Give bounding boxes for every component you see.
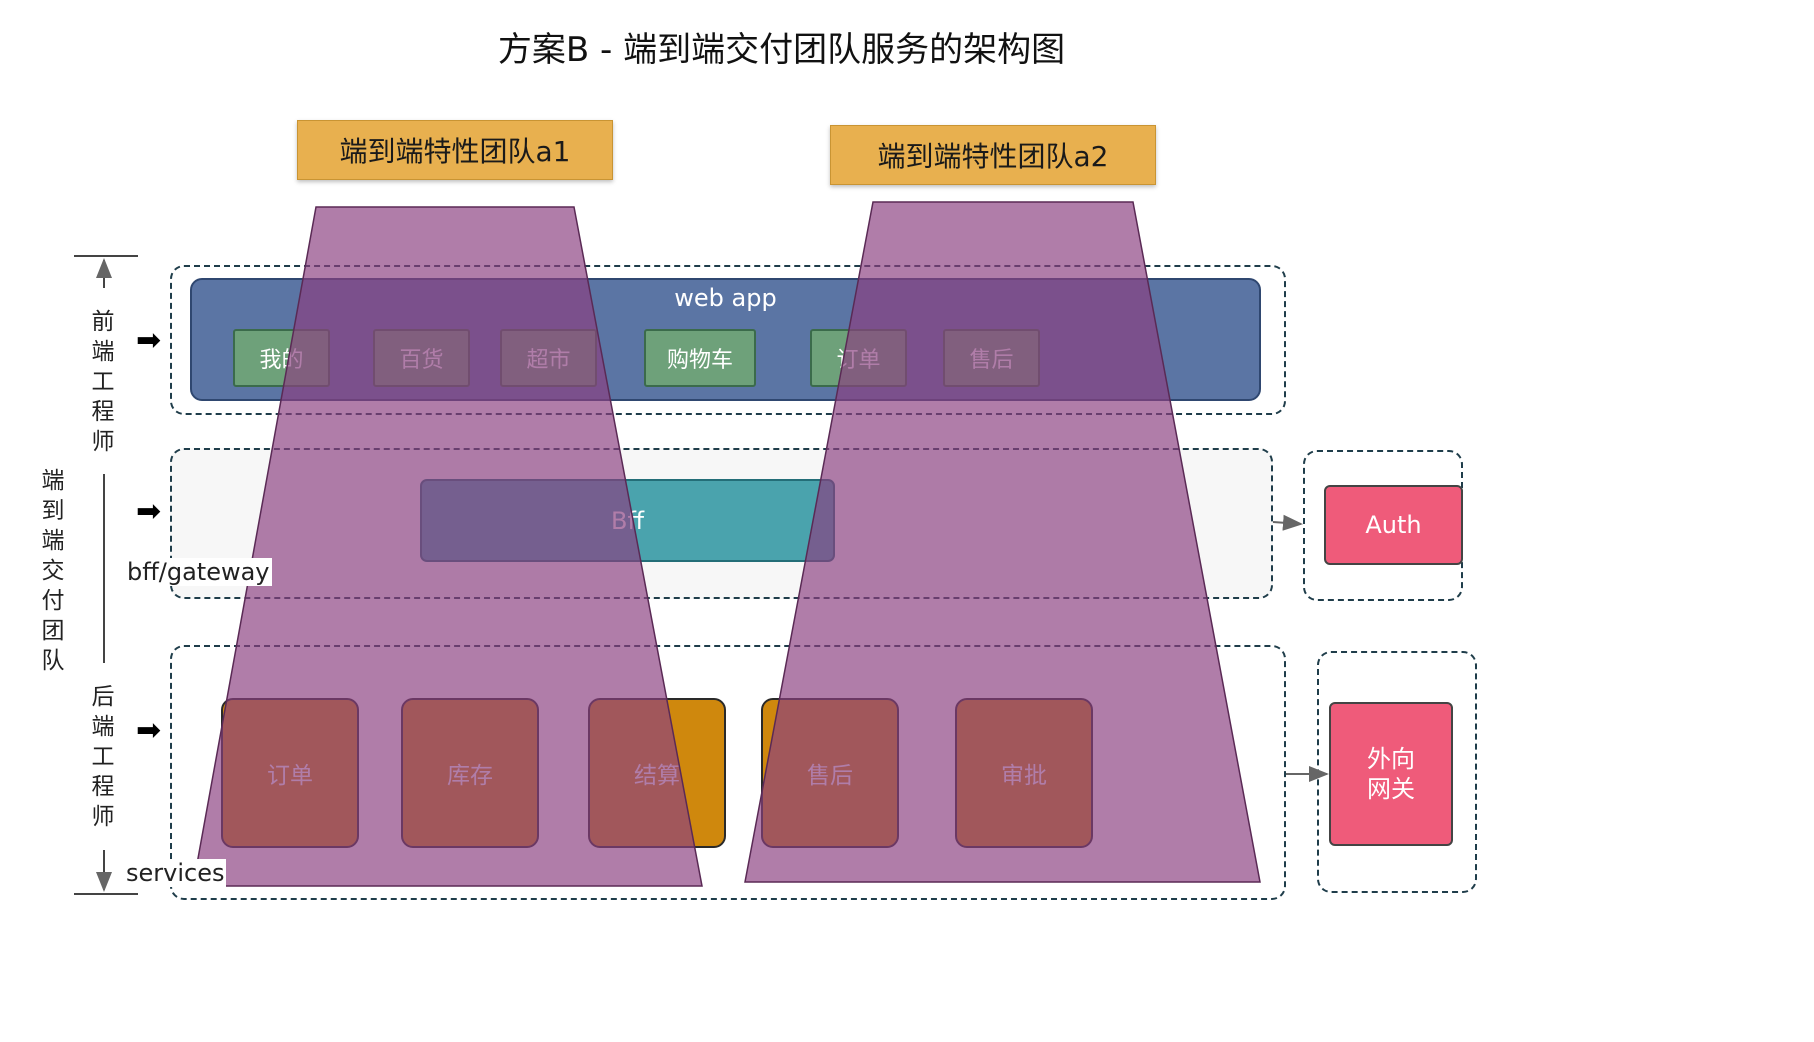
vertical-char: 工	[91, 744, 115, 770]
vertical-char: 师	[91, 429, 115, 455]
vertical-char: 端	[41, 468, 65, 494]
frontend-zone	[170, 265, 1286, 415]
webapp-label: web app	[674, 284, 777, 312]
vertical-char: 到	[41, 498, 65, 524]
e2e-team-label: 端到端交付团队	[38, 466, 68, 676]
vertical-char: 付	[41, 588, 65, 614]
auth-box: Auth	[1324, 485, 1463, 565]
bff-arrow-icon: ➡	[136, 494, 162, 529]
services-zone	[170, 645, 1286, 900]
team-a1-scope	[192, 206, 703, 887]
vertical-char: 团	[41, 618, 65, 644]
frontend-engineers-label: 前端工程师	[88, 307, 118, 457]
external-gateway-box: 外向 网关	[1329, 702, 1453, 846]
tab-cart: 购物车	[644, 329, 756, 387]
team-a2-scope	[744, 201, 1261, 883]
vertical-char: 队	[41, 648, 65, 674]
team-header-a2: 端到端特性团队a2	[830, 125, 1156, 185]
vertical-char: 交	[41, 558, 65, 584]
vertical-char: 程	[91, 399, 115, 425]
team-header-a1: 端到端特性团队a1	[297, 120, 613, 180]
vertical-char: 前	[91, 309, 115, 335]
diagram-title: 方案B - 端到端交付团队服务的架构图	[497, 30, 1066, 70]
vertical-char: 师	[91, 804, 115, 830]
vertical-char: 工	[91, 369, 115, 395]
services-layer-label: services	[124, 859, 227, 887]
frontend-arrow-icon: ➡	[136, 323, 162, 358]
vertical-char: 后	[91, 684, 115, 710]
backend-engineers-label: 后端工程师	[88, 682, 118, 832]
vertical-char: 端	[41, 528, 65, 554]
vertical-char: 端	[91, 714, 115, 740]
vertical-char: 程	[91, 774, 115, 800]
bff-to-auth-connector	[1272, 514, 1303, 531]
bff-layer-label: bff/gateway	[125, 558, 272, 586]
services-arrow-icon: ➡	[136, 713, 162, 748]
vertical-char: 端	[91, 339, 115, 365]
